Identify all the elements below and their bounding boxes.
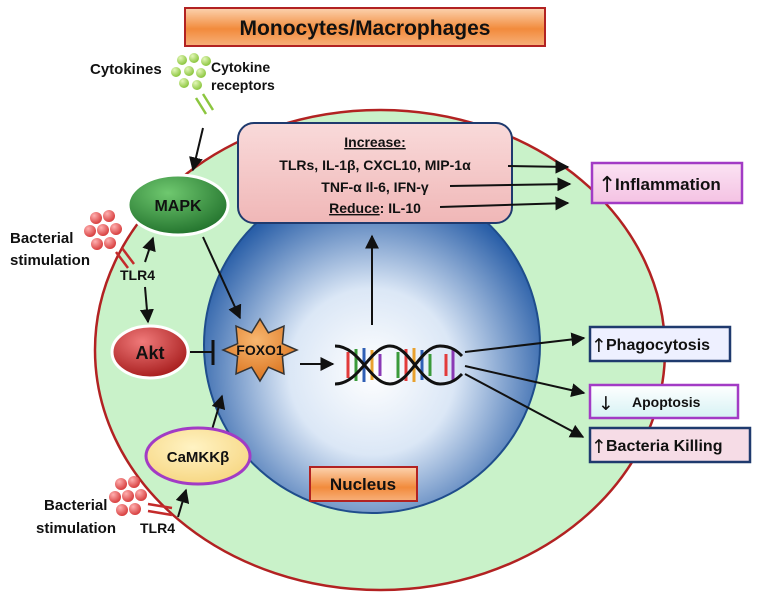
gene-box-line1: TLRs, IL-1β, CXCL10, MIP-1α [279, 157, 471, 173]
gene-box-heading: Increase: [344, 134, 405, 150]
arrow-dna-to-bacteria-killing [464, 373, 585, 438]
inflammation-up-arrow: ↑ [598, 173, 616, 198]
tlr4-receptor-marks-bottom [147, 502, 173, 517]
arrow-genes-to-inflammation-2 [449, 177, 572, 192]
foxo1-node [221, 317, 299, 383]
mapk-label: MAPK [154, 198, 202, 215]
inflammation-label: Inflammation [615, 175, 721, 194]
bacterial-stimulation-top-2: stimulation [10, 252, 90, 269]
bacteria-killing-label: Bacteria Killing [606, 438, 722, 455]
arrow-camkk-to-foxo1 [210, 394, 226, 434]
nucleus-label-box [309, 466, 418, 502]
arrow-dna-to-phagocytosis [464, 332, 586, 353]
cytokine-receptors-label-1: Cytokine [211, 59, 270, 75]
gene-box-line3: Reduce: IL-10 [329, 200, 421, 216]
apoptosis-label: Apoptosis [632, 394, 701, 410]
tlr4-label-top: TLR4 [120, 267, 155, 283]
bacterial-stimulation-top-1: Bacterial [10, 230, 73, 247]
foxo1-label: FOXO1 [236, 342, 284, 358]
cytokines-label: Cytokines [90, 61, 162, 78]
arrow-tlr4-to-camkk [175, 488, 190, 518]
bacterial-stimulation-bottom-1: Bacterial [44, 497, 107, 514]
arrow-genes-to-inflammation-3 [439, 196, 570, 211]
akt-label: Akt [135, 343, 164, 363]
tlr4-label-bottom: TLR4 [140, 520, 175, 536]
phagocytosis-box [588, 325, 732, 363]
title: Monocytes/Macrophages [240, 17, 491, 40]
arrow-receptor-to-mapk [189, 127, 204, 172]
bacteria-cluster-bottom [109, 476, 147, 516]
mapk-node [126, 173, 230, 237]
phagocytosis-up-arrow: ↑ [591, 335, 607, 357]
arrow-tlr4-to-akt [139, 286, 154, 324]
arrow-mapk-to-foxo1 [202, 236, 242, 320]
arrow-tlr4-to-mapk [142, 236, 156, 263]
dna-helix [334, 344, 464, 386]
apoptosis-down-arrow: ↓ [598, 393, 614, 415]
gene-expression-box [237, 122, 513, 224]
camkk-label: CaMKKβ [167, 449, 230, 466]
cytokine-receptor-marks [194, 93, 215, 115]
phagocytosis-label: Phagocytosis [606, 337, 710, 354]
bacteria-cluster-top [84, 210, 122, 250]
arrow-dna-to-apoptosis [464, 365, 586, 398]
cytokine-receptors-label-2: receptors [211, 77, 275, 93]
gene-box-reduce-word: Reduce [329, 200, 380, 216]
bacterial-stimulation-bottom-2: stimulation [36, 520, 116, 537]
bacteria-killing-up-arrow: ↑ [591, 436, 607, 458]
nucleus-label: Nucleus [330, 475, 396, 494]
akt-node [110, 324, 190, 380]
camkk-node [144, 426, 252, 486]
tlr4-receptor-marks-top [115, 247, 135, 269]
inflammation-box [590, 161, 744, 205]
bacteria-killing-box [588, 426, 752, 464]
gene-box-reduce-rest: : IL-10 [380, 200, 421, 216]
arrow-genes-to-inflammation-1 [507, 159, 570, 174]
cytokine-cluster [171, 53, 211, 90]
gene-box-line2: TNF-α Il-6, IFN-γ [321, 179, 429, 195]
title-box [184, 7, 546, 47]
apoptosis-box [588, 383, 740, 420]
